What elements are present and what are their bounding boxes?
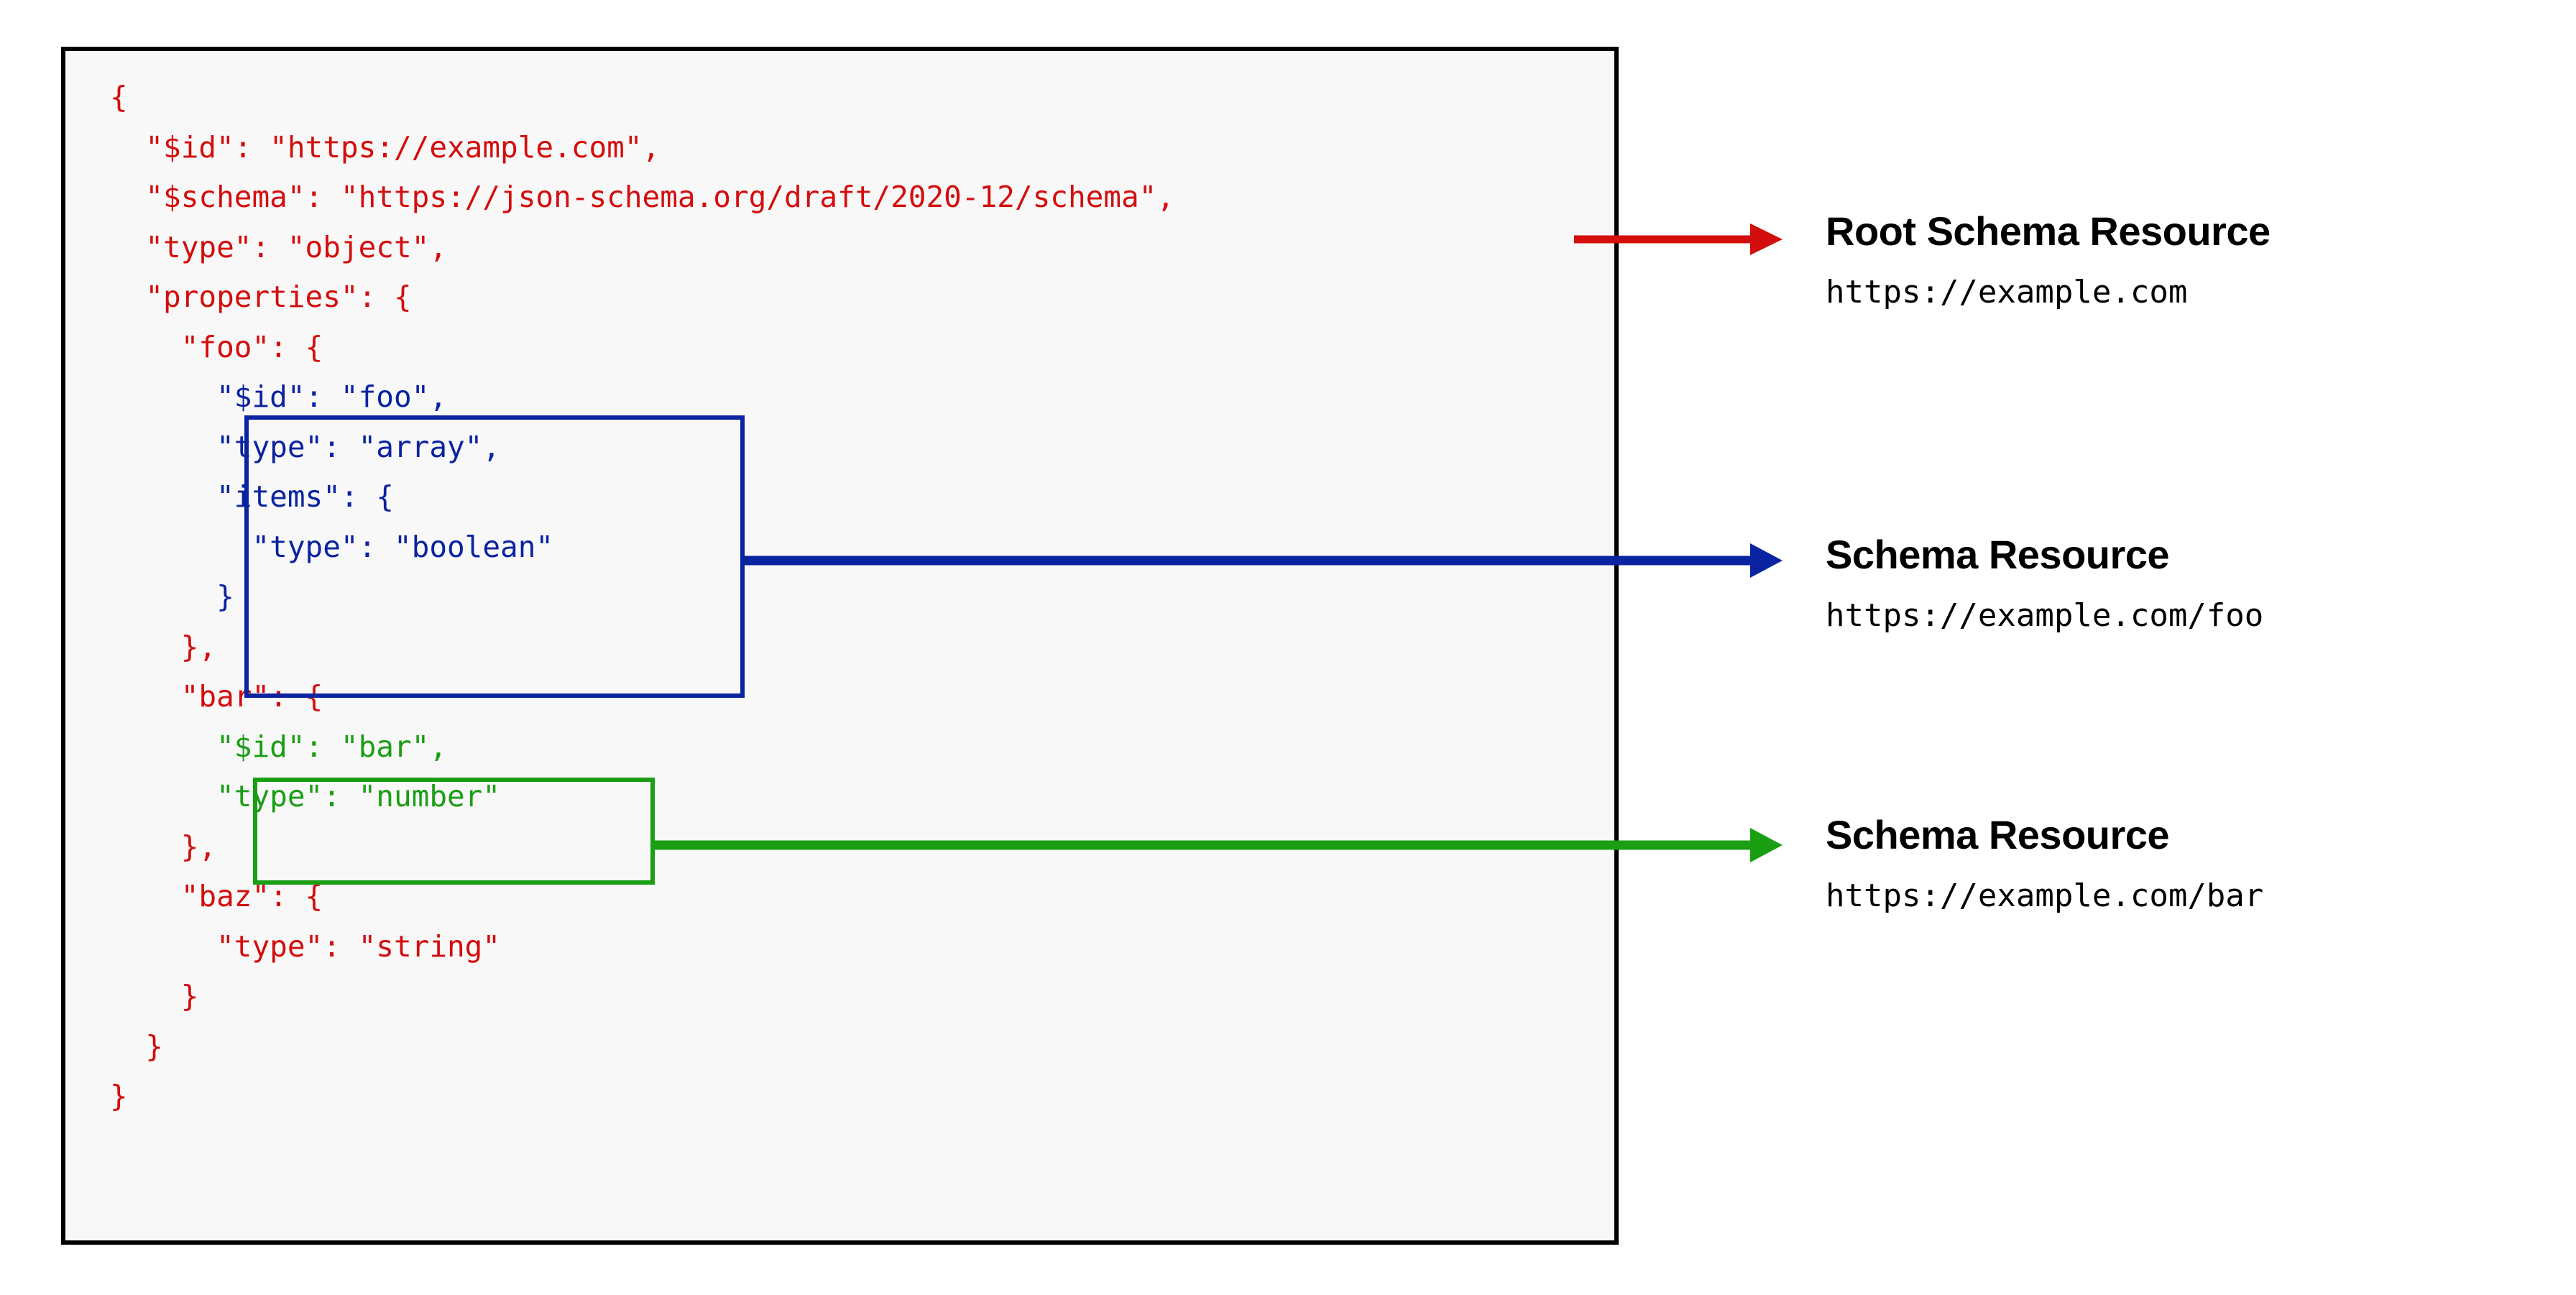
code-token: } (110, 579, 234, 614)
callout-title: Root Schema Resource (1826, 208, 2271, 254)
code-token: "type": "string" (110, 928, 501, 964)
code-token: "properties": { (110, 280, 412, 314)
arrow-foo-schema (740, 543, 1782, 578)
code-token: { (110, 80, 128, 114)
code-line: "$id": "https://example.com", (110, 123, 1174, 173)
code-line: "foo": { (110, 323, 1174, 373)
code-line: }, (110, 622, 1174, 673)
callout-title: Schema Resource (1826, 532, 2170, 577)
code-token: } (110, 1079, 128, 1113)
code-token: "type": "array", (110, 429, 501, 464)
code-line: } (110, 1022, 1174, 1072)
callout-url: https://example.com/foo (1826, 597, 2264, 634)
callout-bar-schema-resource: Schema Resource https://example.com/bar (1826, 812, 2544, 916)
code-token: "baz": { (110, 879, 323, 913)
code-token: "type": "object", (110, 229, 447, 264)
code-token: "$schema": "https://json-schema.org/draf… (110, 180, 1175, 214)
code-token: } (110, 1028, 164, 1064)
json-code-listing: { "$id": "https://example.com", "$schema… (110, 73, 1174, 1122)
arrow-bar-schema (650, 828, 1782, 862)
code-line: } (110, 972, 1174, 1022)
callout-root-schema-resource: Root Schema Resource https://example.com (1826, 208, 2544, 312)
code-line: "$id": "foo", (110, 372, 1174, 423)
code-line: "$schema": "https://json-schema.org/draf… (110, 172, 1174, 223)
code-line: "type": "boolean" (110, 522, 1174, 573)
code-token: "$id": "foo", (110, 379, 447, 414)
code-token: "type": "number" (110, 779, 501, 814)
code-line: "baz": { (110, 872, 1174, 922)
code-token: "type": "boolean" (110, 529, 554, 564)
code-line: { (110, 73, 1174, 123)
highlight-box-foo-subschema (244, 415, 745, 698)
code-token: }, (110, 829, 217, 864)
arrow-root-schema (1574, 223, 1782, 255)
json-code-panel: { "$id": "https://example.com", "$schema… (61, 47, 1619, 1245)
code-line: "properties": { (110, 272, 1174, 323)
code-token: "$id": "https://example.com", (110, 129, 661, 165)
code-line: }, (110, 822, 1174, 872)
code-token: }, (110, 629, 217, 664)
code-line: } (110, 1072, 1174, 1122)
callout-url: https://example.com (1826, 274, 2188, 310)
code-line: "items": { (110, 472, 1174, 522)
code-token: "$id": "bar", (110, 729, 447, 764)
code-line: "type": "number" (110, 772, 1174, 822)
code-token: } (110, 979, 199, 1013)
callout-title: Schema Resource (1826, 812, 2170, 857)
highlight-box-bar-subschema (253, 778, 655, 885)
callout-url: https://example.com/bar (1826, 877, 2264, 914)
code-token: "foo": { (110, 329, 323, 364)
code-line: "type": "array", (110, 423, 1174, 473)
code-line: } (110, 572, 1174, 622)
callout-foo-schema-resource: Schema Resource https://example.com/foo (1826, 532, 2544, 635)
code-token: "items": { (110, 479, 394, 514)
code-line: "$id": "bar", (110, 722, 1174, 773)
code-line: "type": "string" (110, 922, 1174, 972)
code-line: "type": "object", (110, 223, 1174, 273)
